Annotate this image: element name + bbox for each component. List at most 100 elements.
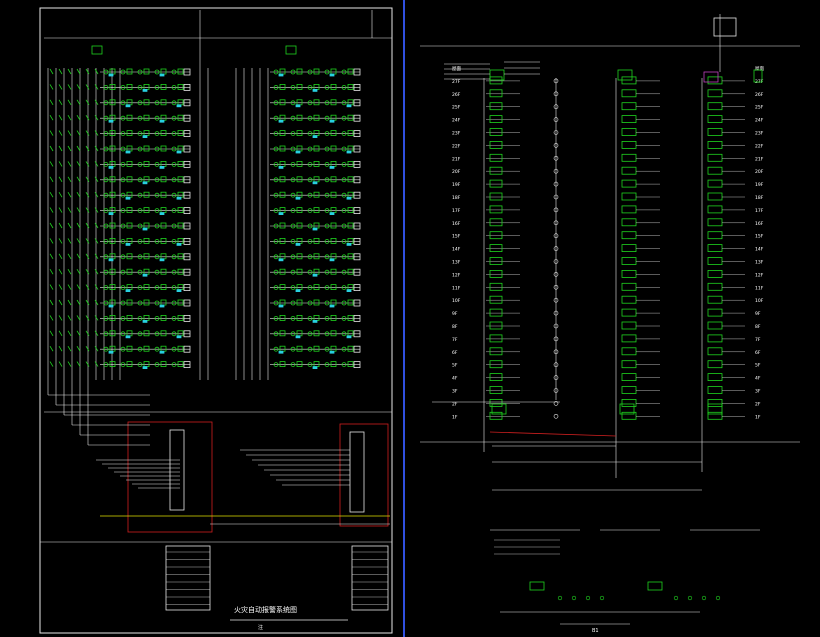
cyan-tag <box>329 304 335 308</box>
module-symbol <box>160 191 167 198</box>
detector-symbol <box>171 208 177 214</box>
device-mark <box>85 299 90 306</box>
detector-symbol <box>307 115 313 121</box>
detector-symbol <box>137 192 143 198</box>
module-symbol <box>330 268 337 275</box>
floor-module <box>621 321 637 330</box>
cyan-tag <box>142 319 148 323</box>
module-symbol <box>330 130 337 137</box>
module-symbol <box>109 99 116 106</box>
device-mark <box>67 268 72 275</box>
device-mark <box>49 299 54 306</box>
floor-module <box>707 334 723 343</box>
floor-module <box>489 231 503 240</box>
device-mark <box>94 130 99 136</box>
device-mark <box>67 191 72 198</box>
detector-symbol <box>103 223 109 229</box>
detector-symbol <box>307 331 313 337</box>
right-bottom-title: B1 <box>592 628 599 634</box>
detector-symbol <box>120 69 126 75</box>
device-mark <box>49 84 54 90</box>
detector-symbol <box>290 146 296 152</box>
detector-symbol <box>341 115 347 121</box>
floor-module <box>489 295 503 304</box>
junction-box <box>353 84 361 91</box>
cyan-tag <box>295 196 301 200</box>
device-mark <box>94 207 99 213</box>
floor-label-right: 1F <box>755 414 761 420</box>
device-mark <box>94 222 99 229</box>
detector-symbol <box>120 85 126 90</box>
module-symbol <box>143 330 150 337</box>
device-mark <box>94 145 99 152</box>
device-mark <box>94 330 99 337</box>
floor-label-right: 26F <box>755 92 764 98</box>
detector-symbol <box>154 192 160 198</box>
junction-box <box>183 176 191 184</box>
detector-symbol <box>273 331 279 337</box>
detector-symbol <box>290 115 296 121</box>
module-symbol <box>330 330 337 337</box>
detector-symbol <box>137 346 143 352</box>
red-trunk <box>489 431 617 437</box>
module-symbol <box>109 361 116 368</box>
device-mark <box>58 330 63 337</box>
module-symbol <box>177 253 184 260</box>
device-mark <box>76 176 81 183</box>
floor-module <box>621 257 637 265</box>
module-symbol <box>126 114 133 121</box>
cyan-tag <box>108 258 114 262</box>
detector-symbol <box>137 285 143 291</box>
detector-symbol <box>341 146 347 152</box>
device-mark <box>76 207 81 213</box>
device-mark <box>85 130 90 136</box>
floor-label-left: 21F <box>452 156 461 162</box>
detector-symbol <box>324 161 330 167</box>
detector-symbol <box>307 146 313 152</box>
device-mark <box>58 114 63 121</box>
module-symbol <box>177 176 184 183</box>
device-mark <box>49 114 54 121</box>
module-symbol <box>347 160 354 167</box>
detector-symbol <box>137 315 143 321</box>
module-symbol <box>313 253 320 260</box>
cyan-tag <box>125 242 131 246</box>
detector-symbol <box>120 346 126 352</box>
cyan-tag <box>329 73 335 77</box>
module-symbol <box>126 84 133 90</box>
detector-symbol <box>137 269 143 275</box>
device-mark <box>67 253 72 260</box>
floor-module <box>621 308 637 317</box>
module-symbol <box>279 268 286 275</box>
device-mark <box>76 161 81 167</box>
detector-symbol <box>103 331 109 337</box>
junction-box <box>353 68 361 76</box>
detector-symbol <box>273 346 279 352</box>
device-mark <box>58 284 63 290</box>
device-mark <box>76 253 81 260</box>
device-mark <box>85 253 90 260</box>
detector-symbol <box>341 269 347 275</box>
detector-symbol <box>273 208 279 214</box>
detector-symbol <box>103 315 109 321</box>
device-mark <box>49 68 54 75</box>
floor-label-right: 9F <box>755 311 761 317</box>
detector-symbol <box>154 362 160 368</box>
junction-box <box>353 361 361 369</box>
detector-symbol <box>273 146 279 152</box>
module-symbol <box>296 222 303 229</box>
detector-symbol <box>324 115 330 121</box>
module-symbol <box>126 160 133 167</box>
device-mark <box>76 345 81 352</box>
detector-symbol <box>307 315 313 321</box>
floor-label-left: 22F <box>452 143 461 149</box>
cyan-tag <box>312 366 318 370</box>
detector-symbol <box>307 100 313 106</box>
module-symbol <box>296 345 303 352</box>
detector-symbol <box>307 85 313 90</box>
module-symbol <box>347 68 354 75</box>
detector-symbol <box>290 254 296 260</box>
left-sheet: 火灾自动报警系统图 注 <box>39 7 393 634</box>
detector-symbol <box>290 331 296 337</box>
module-symbol <box>109 284 116 291</box>
